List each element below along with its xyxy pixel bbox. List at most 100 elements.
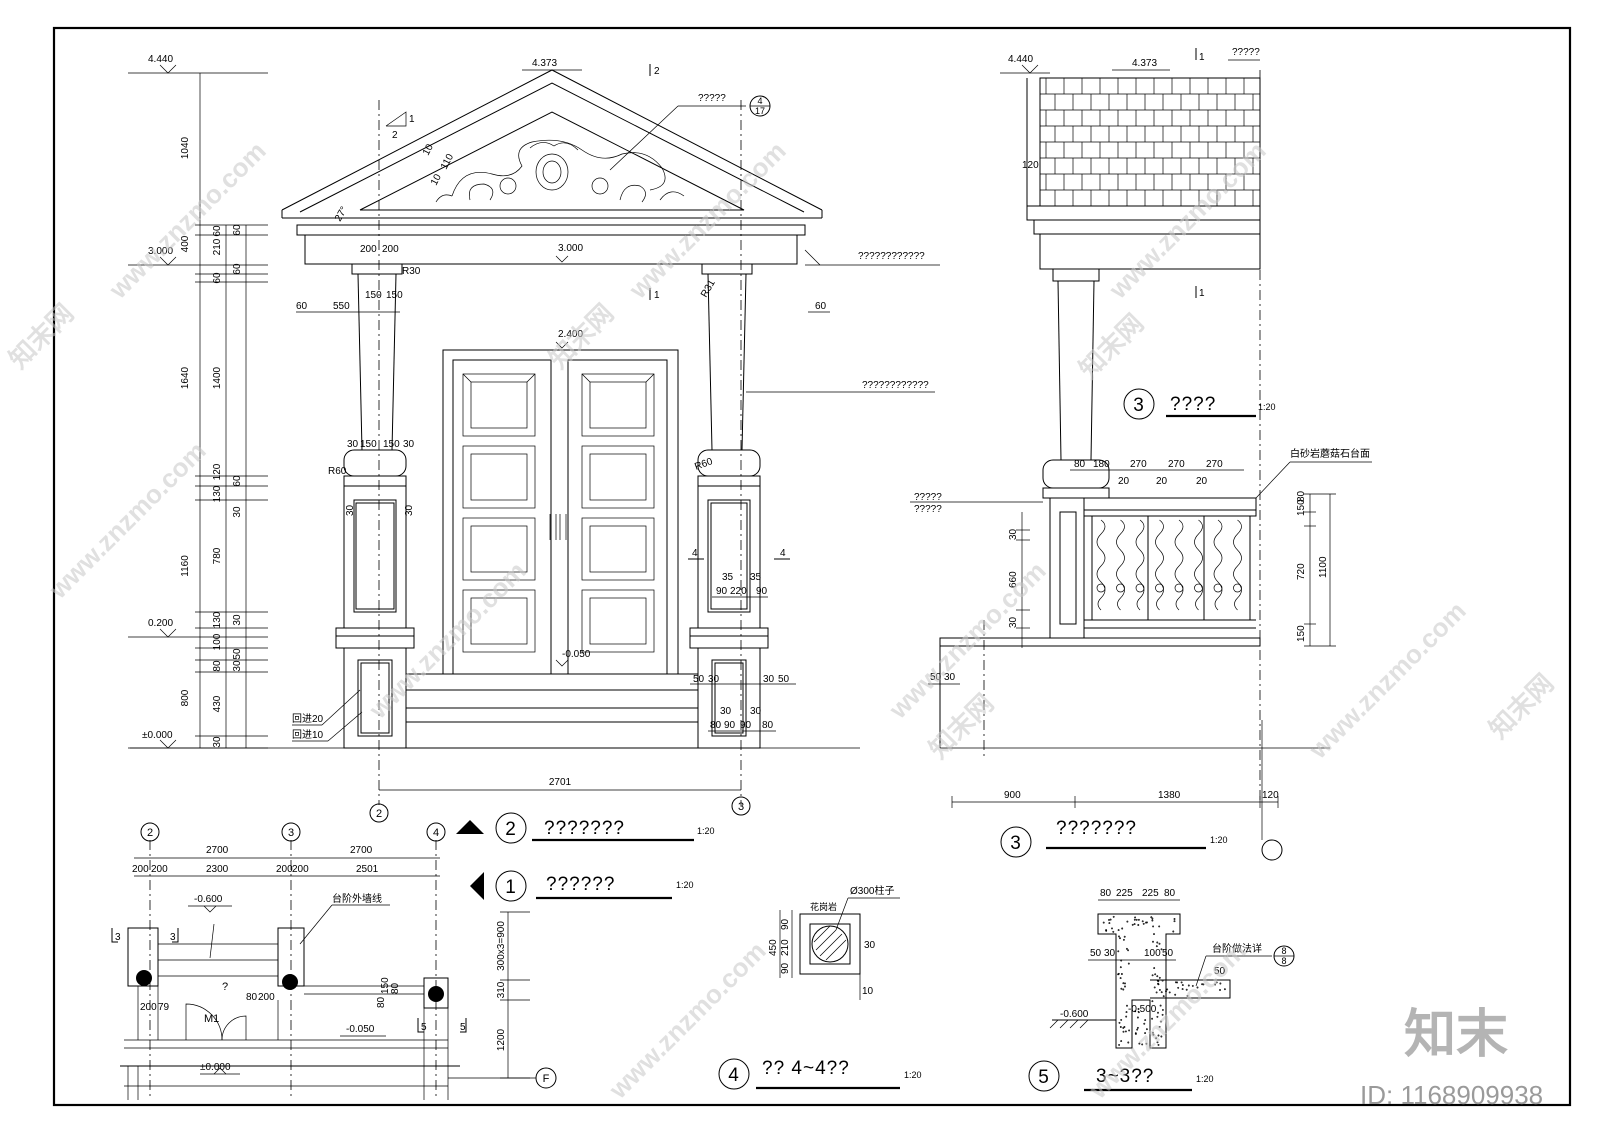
e3-rdim-720: 720 xyxy=(1296,563,1307,580)
elevation-3: 4.440 4.373 1 ????? 1 120 3 ???? 1:20 80… xyxy=(910,47,1372,861)
d4-tag: 花岗岩 xyxy=(810,901,837,912)
plan-sub-200a: 200 xyxy=(132,864,149,875)
e3-left-label-2: ????? xyxy=(914,504,942,515)
plan-small-80b: 80 xyxy=(390,982,401,994)
hdim-550: 550 xyxy=(333,301,350,312)
e3-vdim-660: 660 xyxy=(1008,571,1019,588)
title-4-text: ?? 4~4?? xyxy=(762,1058,850,1079)
vdim-inner-10: 80 xyxy=(212,660,223,672)
title-1-num: 1 xyxy=(505,877,517,898)
plan-small-80c: 80 xyxy=(376,996,387,1008)
hdim-60a: 60 xyxy=(296,301,308,312)
d5-dim-80b: 80 xyxy=(1164,888,1176,899)
vdim-third-2: 60 xyxy=(232,263,243,275)
vdim-inner-2: 60 xyxy=(212,225,223,237)
hdim-150b: 150 xyxy=(386,290,403,301)
e3-small-title-scale: 1:20 xyxy=(1258,402,1276,412)
level-ridge: 4.373 xyxy=(532,58,557,69)
plan-q-mark: ? xyxy=(222,981,228,993)
e3-dim-30c: 30 xyxy=(944,672,956,683)
hdim-r60b: R60 xyxy=(693,456,714,473)
level-beam: 3.000 xyxy=(148,246,173,257)
hdim-r30: R30 xyxy=(402,266,421,277)
vdim-inner-1: 210 xyxy=(212,238,223,255)
right-column xyxy=(689,273,769,749)
plan-sub-200b: 200 xyxy=(151,864,168,875)
vdim-third-5: 30 xyxy=(232,614,243,626)
plan-wall-line-label: 台阶外墙线 xyxy=(332,892,382,905)
title-5-text: 3~3?? xyxy=(1096,1066,1154,1087)
vdim-inner-7: 780 xyxy=(212,547,223,564)
wm-logo: 知末 xyxy=(1404,1006,1508,1064)
d4-dim-450: 450 xyxy=(768,939,779,956)
hdim-220: 220 xyxy=(730,586,747,597)
level-door: 2.400 xyxy=(558,329,583,340)
hdim-35a: 35 xyxy=(722,572,734,583)
title-5-scale: 1:20 xyxy=(1196,1074,1214,1084)
pediment-inner xyxy=(299,82,805,213)
section-mark-a: 4 xyxy=(692,548,698,559)
slope-1: 1 xyxy=(409,114,415,125)
hdim-30b: 30 xyxy=(403,439,415,450)
elevation-2: 2 3 2701 4.440 3.000 0.200 ±0.000 xyxy=(128,54,940,844)
d5-dim-100: 100 xyxy=(1144,948,1161,959)
e3-granite-label: 白砂岩蘑菇石台面 xyxy=(1290,447,1370,460)
d5-level-base: -0.500 xyxy=(1128,1004,1157,1015)
vdim-third-3: 60 xyxy=(232,475,243,487)
e3-axis-2: 1 xyxy=(1199,288,1205,299)
hdim-50b: 50 xyxy=(778,674,790,685)
vdim-inner-6: 130 xyxy=(212,485,223,502)
level-floor: ±0.000 xyxy=(142,730,173,741)
hdim-30e: 30 xyxy=(720,706,732,717)
title-3-scale: 1:20 xyxy=(1210,835,1228,845)
wm-brand-1: 知末网 xyxy=(3,298,79,374)
e3-rdim-80: 80 xyxy=(1296,490,1307,502)
hdim-30c: 30 xyxy=(708,674,720,685)
recess-20: 回进20 xyxy=(292,713,324,725)
title-4-num: 4 xyxy=(728,1065,740,1086)
plan-dim-2700b: 2700 xyxy=(350,845,373,856)
hdim-150c: 150 xyxy=(360,439,377,450)
hdim-30a: 30 xyxy=(347,439,359,450)
plan-rdim-310: 310 xyxy=(496,981,507,998)
hdim-150d: 150 xyxy=(383,439,400,450)
vdim-third-7: 30 xyxy=(232,660,243,672)
plan-sub-2501: 2501 xyxy=(356,864,379,875)
cut-mark-mid: 1 xyxy=(654,290,660,301)
vdim-third-4: 30 xyxy=(232,506,243,518)
e3-rdim-150b: 150 xyxy=(1296,625,1307,642)
plan-axis-4: 4 xyxy=(433,827,439,839)
vdim-outer-2: 400 xyxy=(180,235,191,252)
plan-1: 2 3 4 2700 2700 200 200 2300 200 200 250… xyxy=(111,822,694,1100)
hdim-200b: 200 xyxy=(382,244,399,255)
slope-2: 2 xyxy=(392,130,398,141)
e3-axis-1: 1 xyxy=(1199,52,1205,63)
e3-dim-top-270b: 270 xyxy=(1168,459,1185,470)
e3-vdim-30a: 30 xyxy=(1008,528,1019,540)
hdim-80b: 80 xyxy=(762,720,774,731)
e3-dim-top-270a: 270 xyxy=(1130,459,1147,470)
d4-dim-90b: 90 xyxy=(780,918,791,930)
plan-axis-f: F xyxy=(543,1073,550,1085)
plan-rdim-900: 300x3=900 xyxy=(496,921,507,971)
d4-column-label: Ø300柱子 xyxy=(850,884,894,897)
title-3-num: 3 xyxy=(1010,833,1022,854)
column-label: ???????????? xyxy=(862,380,929,391)
sheet-border xyxy=(52,26,1572,1107)
hdim-50a: 50 xyxy=(693,674,705,685)
e3-rdim-150a: 150 xyxy=(1296,499,1307,516)
title-5-num: 5 xyxy=(1038,1067,1050,1088)
hdim-e10b: 10 xyxy=(429,172,444,187)
section-mark-b: 4 xyxy=(780,548,786,559)
e3-vdim-30b: 30 xyxy=(1008,616,1019,628)
plan-axis-3: 3 xyxy=(288,827,294,839)
e3-level-ridge: 4.373 xyxy=(1132,58,1157,69)
level-sill: -0.050 xyxy=(562,649,591,660)
e3-dim-20c: 20 xyxy=(1196,476,1208,487)
plan-level-mid: -0.050 xyxy=(346,1024,375,1035)
e3-bdim-900: 900 xyxy=(1004,790,1021,801)
wm-7: www.znzmo.com xyxy=(1302,596,1471,765)
wm-4: www.znzmo.com xyxy=(362,556,531,725)
title-1-arrow xyxy=(470,872,484,900)
